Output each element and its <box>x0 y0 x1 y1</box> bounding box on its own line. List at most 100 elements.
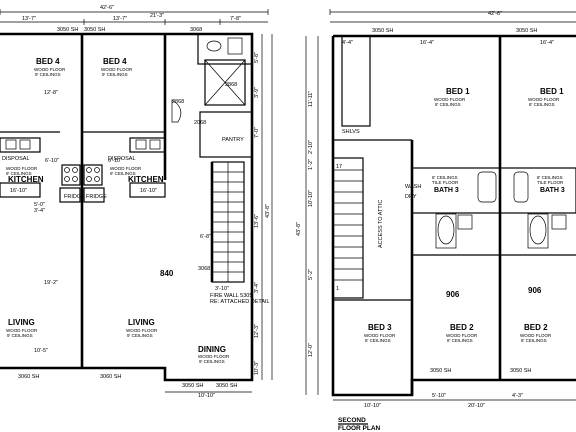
right-dimension: 12'-3" <box>254 324 260 338</box>
svg-text:BATH 3: BATH 3 <box>540 187 565 194</box>
room-label: BED 3 WOOD FLOOR 8' CEILINGS <box>364 323 396 343</box>
top-dimension: 13'-7" <box>22 16 36 22</box>
fridge-label: FRIDGE <box>64 194 85 200</box>
svg-text:BATH 3: BATH 3 <box>434 187 459 194</box>
room-label: LIVING WOOD FLOOR 9' CEILINGS <box>126 318 158 338</box>
laundry-label: DRY <box>405 194 417 200</box>
plan-subtitle: FLOOR PLAN <box>338 425 381 432</box>
window-tag: 3050 SH <box>510 368 531 374</box>
svg-text:8' CEILINGS: 8' CEILINGS <box>529 102 555 107</box>
svg-text:WOOD FLOOR: WOOD FLOOR <box>6 166 38 171</box>
svg-text:WOOD FLOOR: WOOD FLOOR <box>34 67 66 72</box>
svg-text:LIVING: LIVING <box>128 318 155 327</box>
svg-text:8' CEILINGS: 8' CEILINGS <box>537 175 563 180</box>
svg-text:WOOD FLOOR: WOOD FLOOR <box>110 166 142 171</box>
svg-text:BED 1: BED 1 <box>540 87 564 96</box>
svg-text:WOOD FLOOR: WOOD FLOOR <box>6 328 38 333</box>
room-label: BED 2 WOOD FLOOR 8' CEILINGS <box>446 323 478 343</box>
left-dimension: 12'-0" <box>308 343 314 357</box>
bottom-dimension: 10'-5" <box>34 348 48 354</box>
left-dimension: 43'-8" <box>296 222 302 236</box>
right-dimension: 13'-6" <box>254 214 260 228</box>
svg-text:BED 2: BED 2 <box>524 323 548 332</box>
window-tag: 3060 SH <box>18 374 39 380</box>
kitchen-dimension: 6'-10" <box>45 158 59 164</box>
area-label: 906 <box>446 290 460 299</box>
svg-text:8' CEILINGS: 8' CEILINGS <box>432 175 458 180</box>
room-label: BED 1 WOOD FLOOR 8' CEILINGS <box>528 87 564 107</box>
interior-dimension: 3'-4" <box>34 208 45 214</box>
svg-text:LIVING: LIVING <box>8 318 35 327</box>
left-dimension: 1'-2" <box>308 159 314 170</box>
room-label: KITCHEN WOOD FLOOR 9' CEILINGS <box>6 166 44 184</box>
svg-text:9' CEILINGS: 9' CEILINGS <box>127 333 153 338</box>
svg-text:WOOD FLOOR: WOOD FLOOR <box>520 333 552 338</box>
window-tag: 3050 SH <box>57 27 78 33</box>
svg-text:9' CEILINGS: 9' CEILINGS <box>110 171 136 176</box>
interior-dimension: 19'-2" <box>44 280 58 286</box>
top-dimension: 13'-7" <box>113 16 127 22</box>
kitchen-dimension: 6'-10" <box>108 158 122 164</box>
fridge-label: FRIDGE <box>86 194 107 200</box>
stair-dimension: 6'-8" <box>200 234 211 240</box>
left-dimension: 11'-11" <box>308 91 314 107</box>
svg-text:KITCHEN: KITCHEN <box>128 175 164 184</box>
svg-text:BED 4: BED 4 <box>103 57 127 66</box>
bottom-dimension: 10'-10" <box>364 403 381 409</box>
area-label: 906 <box>528 286 542 295</box>
window-tag: 3050 SH <box>216 383 237 389</box>
overall-dimension: 42'-6" <box>100 5 114 11</box>
kitchen-dimension: 16'-10" <box>140 188 157 194</box>
bottom-dimension: 20'-10" <box>468 403 485 409</box>
room-label: BED 1 WOOD FLOOR 8' CEILINGS <box>434 87 470 107</box>
top-dimension: 21'-3" <box>150 13 164 19</box>
svg-text:9' CEILINGS: 9' CEILINGS <box>199 359 225 364</box>
svg-text:BED 3: BED 3 <box>368 323 392 332</box>
overall-dimension: 42'-6" <box>488 11 502 17</box>
window-tag: 3060 SH <box>100 374 121 380</box>
top-dimension: 16'-4" <box>540 40 554 46</box>
window-tag: 3050 SH <box>182 383 203 389</box>
svg-text:BED 4: BED 4 <box>36 57 60 66</box>
room-label: BED 2 WOOD FLOOR 8' CEILINGS <box>520 323 552 343</box>
door-tag: 2868 <box>172 99 184 105</box>
svg-text:BED 2: BED 2 <box>450 323 474 332</box>
svg-text:8' CEILINGS: 8' CEILINGS <box>521 338 547 343</box>
kitchen-dimension: 16'-10" <box>10 188 27 194</box>
bottom-dimension: 4'-3" <box>512 393 523 399</box>
door-tag: 2868 <box>225 82 237 88</box>
svg-text:9' CEILINGS: 9' CEILINGS <box>102 72 128 77</box>
left-dimension: 5'-2" <box>308 269 314 280</box>
shelves-label: SHLVS <box>342 129 360 135</box>
top-dimension: 7'-8" <box>230 16 241 22</box>
bottom-dimension: 5'-10" <box>432 393 446 399</box>
plan-title: SECOND <box>338 417 366 424</box>
svg-text:9' CEILINGS: 9' CEILINGS <box>6 171 32 176</box>
disposal-label: DISPOSAL <box>2 156 30 162</box>
right-dimension: 3'-9" <box>254 87 260 98</box>
right-dimension: 5'-8" <box>254 52 260 63</box>
interior-dimension: 12'-8" <box>44 90 58 96</box>
window-tag: 3050 SH <box>84 27 105 33</box>
window-tag: 3050 SH <box>430 368 451 374</box>
svg-text:WOOD FLOOR: WOOD FLOOR <box>198 354 230 359</box>
second-floor-plan: 42'-6" 3050 SH 3050 SH 16'-4" 16'-4" 4'-… <box>296 9 576 432</box>
window-tag: 3050 SH <box>372 28 393 34</box>
right-dimension: 3'-4" <box>254 282 260 293</box>
left-dimension: 2'-10" <box>308 140 314 154</box>
laundry-label: WASH <box>405 184 421 190</box>
svg-text:8' CEILINGS: 8' CEILINGS <box>435 102 461 107</box>
svg-text:8' CEILINGS: 8' CEILINGS <box>447 338 473 343</box>
room-label: LIVING WOOD FLOOR 9' CEILINGS <box>6 318 38 338</box>
svg-text:TILE FLOOR: TILE FLOOR <box>432 180 459 185</box>
attic-access-label: ACCESS TO ATTIC <box>378 200 384 248</box>
door-tag: 2068 <box>194 120 206 126</box>
stair-dimension: 3'-10" <box>215 286 229 292</box>
room-label: BATH 3 TILE FLOOR 8' CEILINGS <box>537 175 565 194</box>
bottom-dimension: 10'-10" <box>198 393 215 399</box>
window-tag: 3068 <box>190 27 202 33</box>
top-dimension: 16'-4" <box>420 40 434 46</box>
disposal-label: DISPOSAL <box>108 156 136 162</box>
first-floor-plan: 42'-6" 13'-7" 13'-7" 21'-3" 7'-8" 3050 S… <box>0 5 273 399</box>
